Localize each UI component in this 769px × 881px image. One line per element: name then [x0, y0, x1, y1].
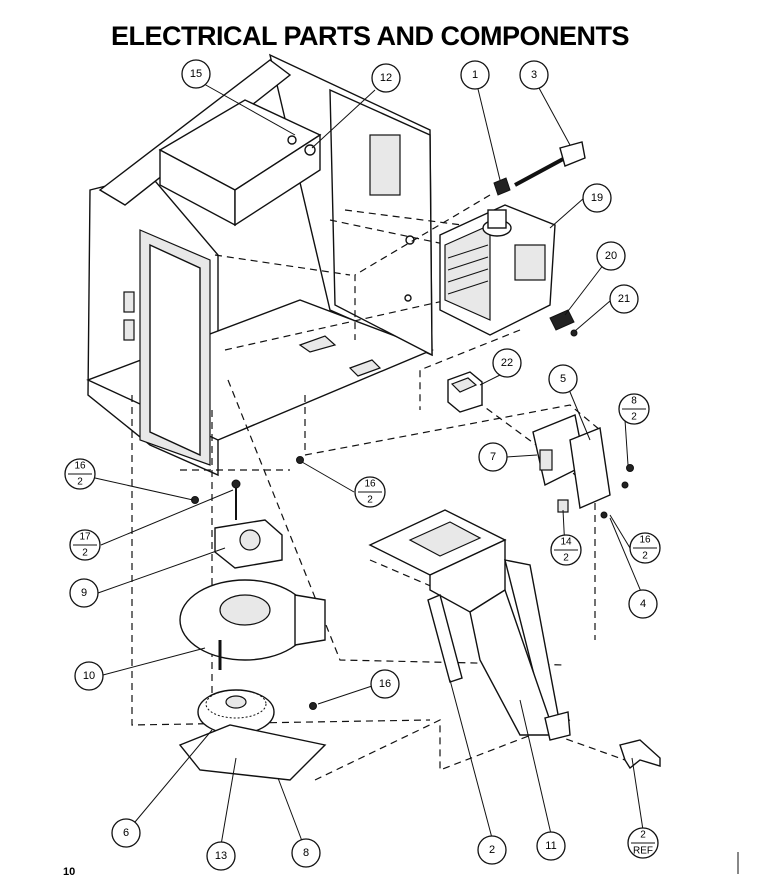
callout-5: 5: [548, 364, 578, 394]
callout-label: 1: [472, 69, 478, 81]
callout-3: 3: [519, 60, 549, 90]
thermal-cutout-part: [549, 309, 575, 331]
callout-label: 5: [560, 373, 566, 385]
callout-label: 19: [591, 192, 603, 204]
callout-label: 4: [640, 598, 646, 610]
callout-13: 13: [206, 841, 236, 871]
callout-label: 11: [545, 840, 556, 852]
callout-16-over-2-left: 16 2: [64, 458, 96, 490]
callout-label: 21: [618, 293, 630, 305]
callout-label: 22: [501, 357, 513, 369]
callout-16: 16: [370, 669, 400, 699]
callout-label: 3: [531, 69, 537, 81]
callout-16-over-2-center: 16 2: [354, 476, 386, 508]
leader-lines: [94, 83, 644, 846]
callout-4: 4: [628, 589, 658, 619]
callout-12: 12: [371, 63, 401, 93]
callout-label: 20: [605, 250, 617, 262]
callout-label: 10: [83, 670, 95, 682]
callout-label: 2: [489, 844, 495, 856]
callout-7: 7: [478, 442, 508, 472]
callout-label-bottom: 2: [631, 412, 637, 423]
screw-part: [309, 702, 317, 710]
callout-15: 15: [181, 59, 211, 89]
cabinet-chassis: [86, 53, 434, 477]
callout-label: 15: [190, 68, 202, 80]
callout-9: 9: [69, 578, 99, 608]
callout-label-bottom: 2: [642, 551, 648, 562]
callout-label-bottom: 2: [563, 553, 569, 564]
callout-label-bottom: 2: [77, 477, 83, 488]
callout-17-over-2: 17 2: [69, 529, 101, 561]
callout-label-top: 16: [74, 461, 86, 472]
callout-1: 1: [460, 60, 490, 90]
blower-housing: [179, 579, 326, 670]
control-board: [532, 414, 634, 519]
fan-blade: [197, 689, 275, 735]
callout-label-bottom: 2: [82, 548, 88, 559]
callout-label-bottom: REF: [633, 846, 653, 857]
screw-part: [570, 329, 578, 337]
air-guide-plate: [178, 724, 327, 781]
callout-14-over-2: 14 2: [550, 534, 582, 566]
callout-label-top: 2: [640, 830, 646, 841]
callout-label: 7: [490, 451, 496, 463]
fuse-holder-part: [447, 371, 483, 413]
page-number: 10: [63, 866, 75, 878]
callout-8-over-2: 8 2: [618, 393, 650, 425]
callout-label-bottom: 2: [367, 495, 373, 506]
callout-label-top: 17: [79, 532, 91, 543]
callout-21: 21: [609, 284, 639, 314]
callout-label-top: 8: [631, 396, 637, 407]
callout-label: 12: [380, 72, 392, 84]
magnetron: [439, 204, 556, 336]
callout-22: 22: [492, 348, 522, 378]
latch-part: [619, 739, 661, 770]
callout-16-over-2-right: 16 2: [629, 532, 661, 564]
callout-label-top: 16: [639, 535, 651, 546]
callout-6: 6: [111, 818, 141, 848]
callout-2: 2: [477, 835, 507, 865]
callout-label-top: 14: [560, 537, 572, 548]
callout-label: 8: [303, 847, 309, 859]
callout-label-top: 16: [364, 479, 376, 490]
callout-label: 6: [123, 827, 129, 839]
diagram-title: ELECTRICAL PARTS AND COMPONENTS: [111, 21, 629, 51]
callout-2-ref: 2 REF: [627, 827, 659, 859]
callout-19: 19: [582, 183, 612, 213]
connector-part: [493, 177, 511, 196]
screw-part: [296, 456, 304, 464]
callout-10: 10: [74, 661, 104, 691]
callout-11: 11: [536, 831, 566, 861]
callout-8: 8: [291, 838, 321, 868]
wire-harness-part: [514, 141, 586, 187]
callout-label: 16: [379, 678, 391, 690]
callout-label: 9: [81, 587, 87, 599]
callout-label: 13: [215, 850, 227, 862]
air-duct: [368, 509, 571, 741]
duct-bracket: [427, 594, 463, 683]
callout-20: 20: [596, 241, 626, 271]
